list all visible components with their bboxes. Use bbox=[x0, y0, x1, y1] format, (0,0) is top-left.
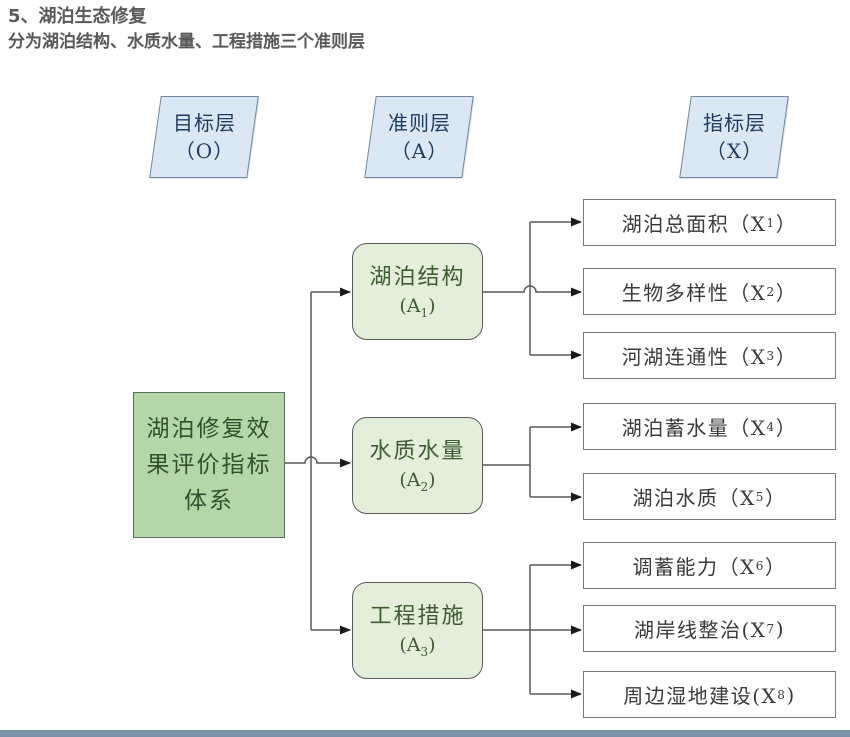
criterion-name: 水质水量 bbox=[369, 438, 466, 464]
layer-label-indicator: 指标层 （X） bbox=[679, 96, 789, 178]
criterion-name: 湖泊结构 bbox=[369, 264, 466, 290]
criterion-code: (A3) bbox=[399, 633, 436, 659]
goal-line: 湖泊修复效 bbox=[146, 416, 272, 442]
layer-label-goal-text: 目标层 （O） bbox=[172, 111, 236, 163]
bottom-edge-bar bbox=[0, 730, 850, 737]
criterion-code: (A1) bbox=[399, 294, 436, 320]
goal-line: 体系 bbox=[184, 488, 234, 514]
layer-label-indicator-text: 指标层 （X） bbox=[702, 111, 766, 163]
layer-label-criterion: 准则层 （A） bbox=[364, 96, 474, 178]
layer-label-goal: 目标层 （O） bbox=[149, 96, 259, 178]
criterion-name: 工程措施 bbox=[369, 603, 466, 629]
page-title: 5、湖泊生态修复 bbox=[8, 6, 147, 27]
criterion-box-a1: 湖泊结构 (A1) bbox=[352, 243, 483, 340]
goal-line: 果评价指标 bbox=[146, 452, 272, 478]
page-subtitle: 分为湖泊结构、水质水量、工程措施三个准则层 bbox=[8, 32, 365, 52]
layer-label-criterion-text: 准则层 （A） bbox=[387, 111, 451, 163]
goal-box: 湖泊修复效 果评价指标 体系 bbox=[133, 392, 285, 538]
page-header: 5、湖泊生态修复 分为湖泊结构、水质水量、工程措施三个准则层 bbox=[8, 4, 365, 55]
criterion-box-a3: 工程措施 (A3) bbox=[352, 582, 483, 679]
criterion-code: (A2) bbox=[399, 468, 436, 494]
criterion-box-a2: 水质水量 (A2) bbox=[352, 417, 483, 514]
